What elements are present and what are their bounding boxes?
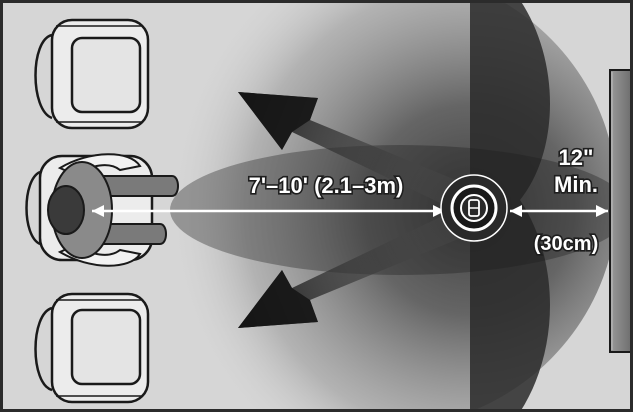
speaker-icon bbox=[440, 174, 508, 242]
armchair-icon bbox=[34, 292, 150, 404]
wall-icon bbox=[609, 69, 633, 353]
listener-icon bbox=[47, 153, 179, 267]
clearance-label-min: Min. bbox=[554, 172, 598, 197]
armchair-icon bbox=[34, 18, 150, 130]
wall-clearance-line bbox=[510, 205, 608, 217]
listening-axis bbox=[92, 205, 445, 217]
clearance-label-inches: 12" bbox=[559, 145, 594, 170]
distance-label: 7'–10' (2.1–3m) bbox=[249, 173, 404, 198]
clearance-label-metric: (30cm) bbox=[534, 233, 598, 255]
